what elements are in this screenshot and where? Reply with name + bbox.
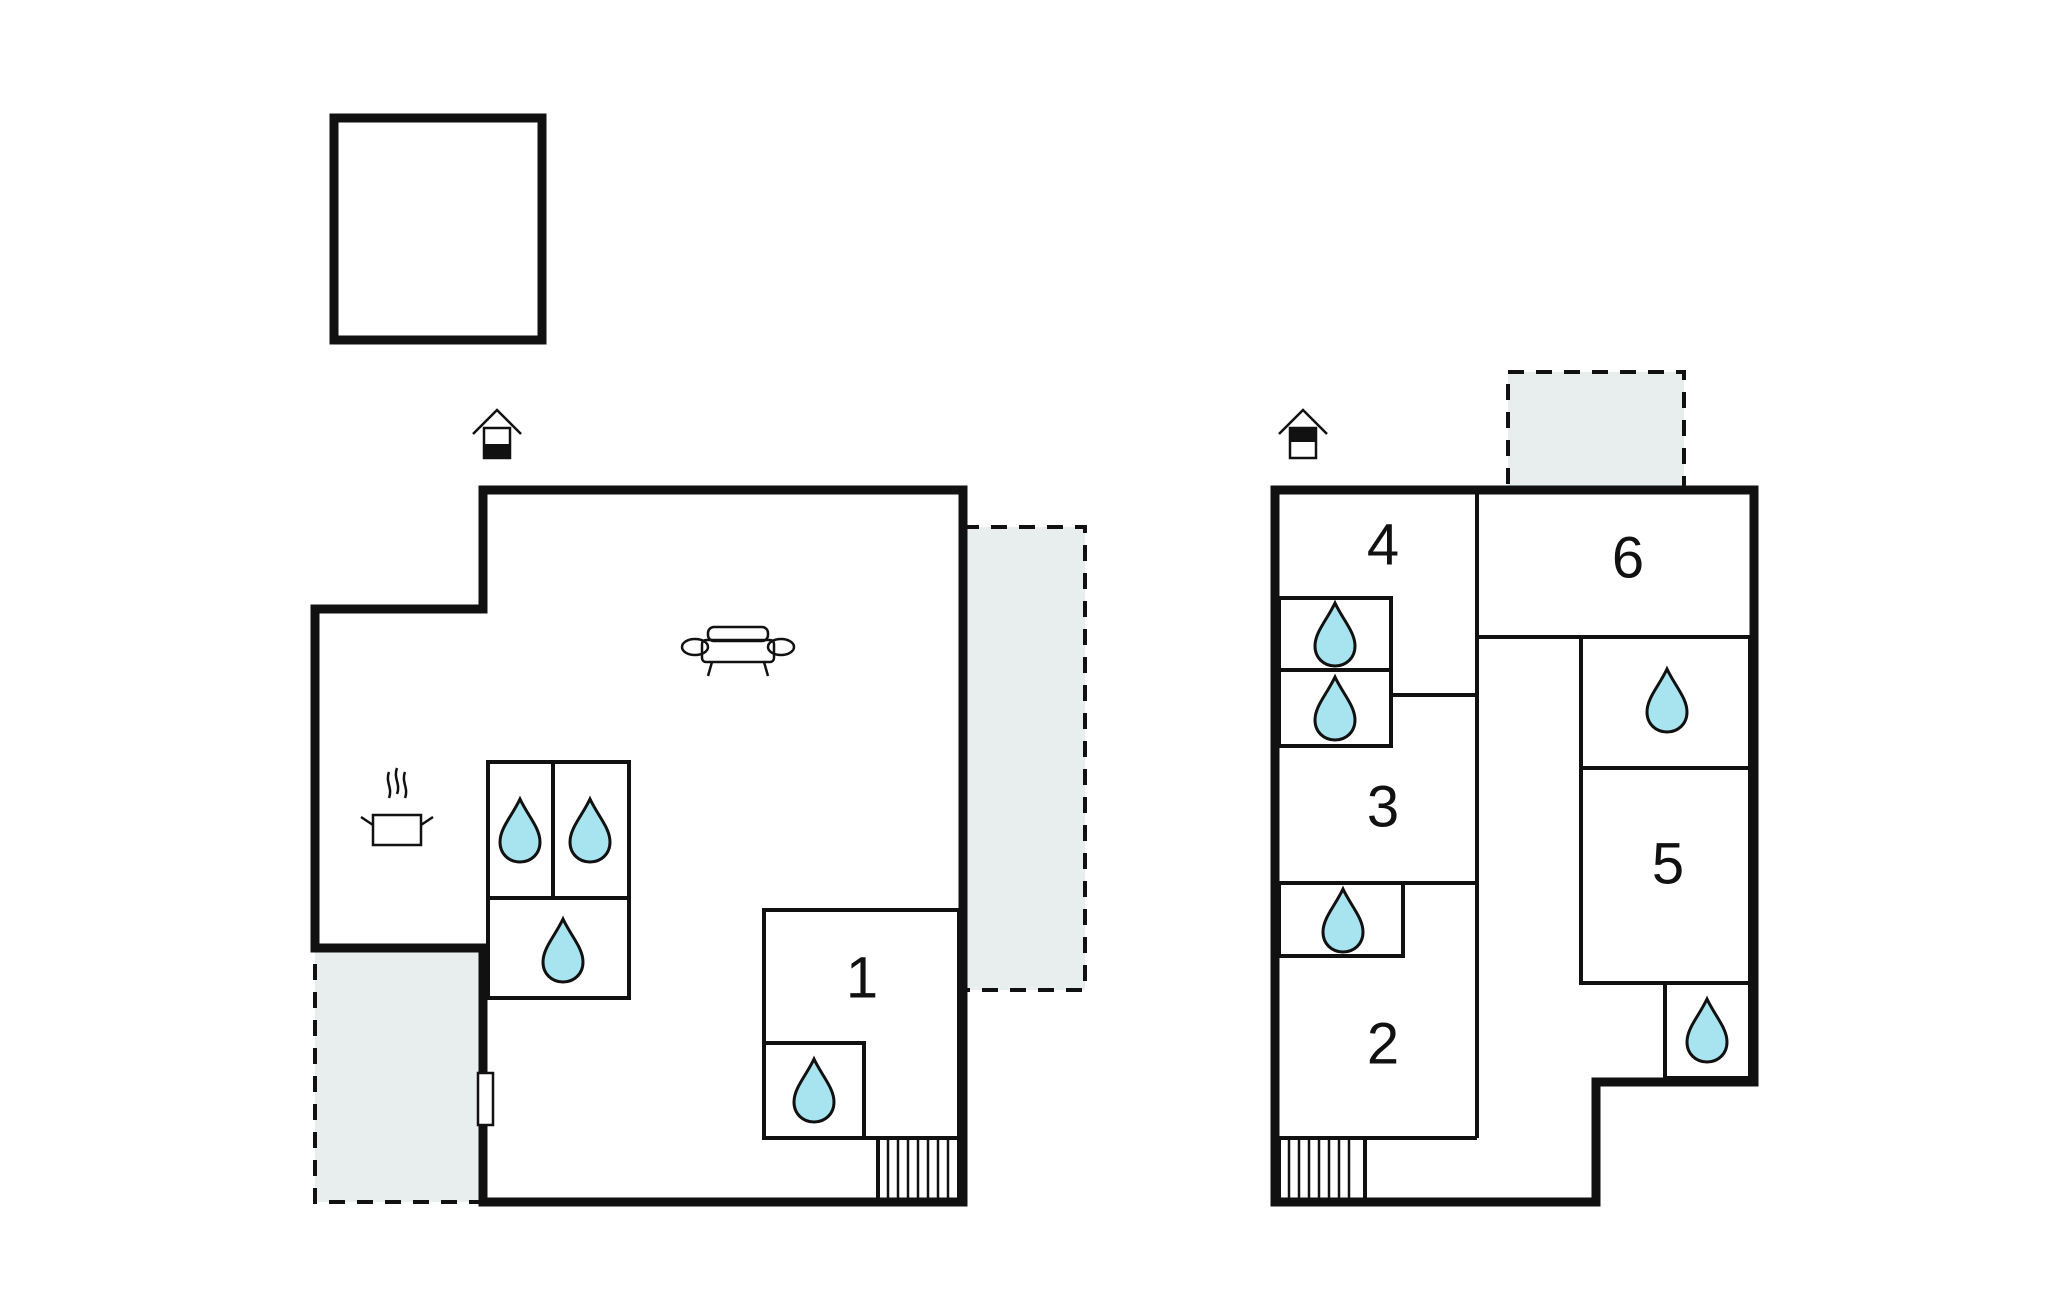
cooking-pot-icon [360, 767, 434, 847]
upper-floor-exterior-wall [1270, 485, 1759, 1207]
water-drop-icon [1321, 887, 1365, 954]
room-label-5: 5 [1652, 831, 1684, 896]
stairs-icon [1277, 1136, 1367, 1202]
door-west [476, 1071, 495, 1127]
stairs-icon [876, 1136, 961, 1202]
bath-upper-5 [1663, 981, 1752, 1080]
bath-block [486, 760, 631, 1000]
room-label-3: 3 [1367, 774, 1399, 839]
room-label-2: 2 [1367, 1011, 1399, 1076]
room-label-1: 1 [846, 945, 878, 1010]
house-entrance-icon [1278, 408, 1328, 460]
upper-floor: 4 6 3 5 2 [1270, 370, 1759, 1207]
room-label-6: 6 [1612, 525, 1644, 590]
water-drop-icon [498, 797, 542, 864]
water-drop-icon [1645, 667, 1689, 734]
bath-upper-2 [1277, 668, 1393, 748]
ground-floor: 1 [310, 408, 1087, 1207]
bath-upper-3 [1277, 881, 1405, 958]
water-drop-icon [1313, 675, 1357, 742]
terrace-southwest [313, 946, 485, 1204]
terrace-east [961, 525, 1087, 992]
bedroom-1-bath [762, 1041, 866, 1140]
sofa-icon [680, 625, 796, 677]
room-label-4: 4 [1367, 512, 1399, 577]
water-drop-icon [1313, 601, 1357, 668]
water-drop-icon [792, 1057, 836, 1124]
water-drop-icon [541, 917, 585, 984]
ground-floor-exterior-wall [310, 485, 968, 1207]
water-drop-icon [568, 797, 612, 864]
outbuilding [329, 113, 547, 345]
water-drop-icon [1685, 997, 1729, 1064]
balcony-north [1506, 370, 1686, 492]
house-entrance-icon [472, 408, 522, 460]
